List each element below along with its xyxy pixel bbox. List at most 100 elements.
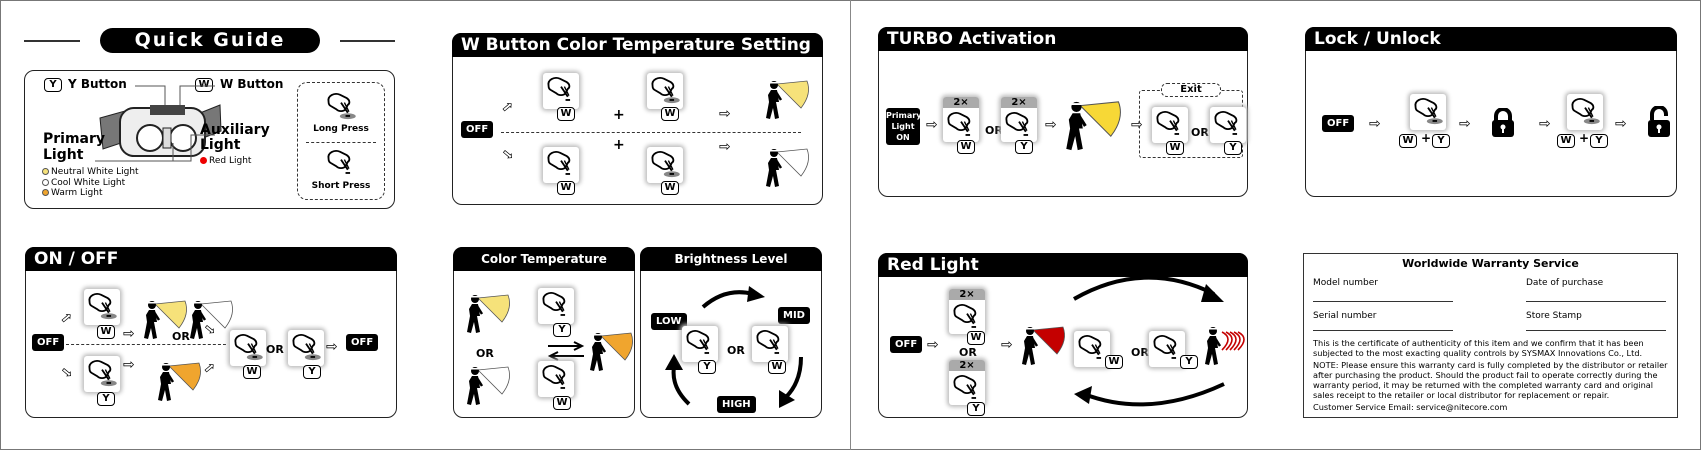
press-card-w <box>752 326 788 362</box>
hand-press-icon <box>88 293 117 320</box>
serial-number-field[interactable] <box>1313 330 1453 331</box>
person-neutral-light-icon <box>765 78 813 122</box>
store-stamp-label: Store Stamp <box>1526 311 1582 321</box>
w-key-badge: W <box>195 78 213 92</box>
hand-press-icon <box>1005 112 1029 136</box>
hand-press-icon <box>327 93 356 120</box>
primary-light-line2: Light <box>43 147 84 163</box>
or-label: OR <box>1191 126 1209 139</box>
double-press-label: 2× <box>943 97 979 108</box>
lock-title: Lock / Unlock <box>1305 27 1677 51</box>
y-key-badge: Y <box>303 365 321 379</box>
long-press-hand-icon <box>324 89 358 123</box>
w-key-badge: W <box>768 360 786 374</box>
w-key-badge: W <box>661 181 679 195</box>
w-key-badge: W <box>967 331 985 345</box>
hand-press-icon <box>547 77 571 101</box>
model-number-field[interactable] <box>1313 301 1453 302</box>
press-card-w <box>1152 107 1188 143</box>
hand-press-icon <box>953 375 977 399</box>
press-card-w <box>543 147 579 183</box>
w-color-temp-title: W Button Color Temperature Setting <box>452 33 823 57</box>
w-key-badge: W <box>243 365 261 379</box>
hand-press-icon <box>542 365 566 389</box>
person-cool-light-icon <box>765 146 813 190</box>
w-key-badge: W <box>1105 355 1123 369</box>
press-card-w-y <box>1410 94 1446 130</box>
press-card-w <box>84 289 120 325</box>
fold-line <box>850 0 851 450</box>
tag-line: Primary <box>886 111 922 120</box>
primary-light-line1: Primary <box>43 131 106 147</box>
person-warm-light-icon <box>589 330 637 374</box>
hand-press-icon <box>756 330 780 354</box>
double-press-label: 2× <box>949 360 985 371</box>
mid-level-tag: MID <box>778 307 810 324</box>
person-neutral-light-icon <box>466 292 514 336</box>
model-number-label: Model number <box>1313 278 1379 288</box>
low-level-tag: LOW <box>651 313 687 330</box>
person-warm-light-icon <box>157 360 205 404</box>
arrow-icon: ⇨ <box>1615 116 1627 132</box>
arrow-icon: ⇨ <box>927 337 939 353</box>
y-key-badge: Y <box>698 360 716 374</box>
press-card-y <box>84 356 120 392</box>
legend-cool: Cool White Light <box>42 178 139 189</box>
hand-press-icon <box>1214 111 1238 135</box>
arrow-icon: ⇨ <box>1369 116 1381 132</box>
double-press-card-y: 2× <box>1001 97 1037 142</box>
divider <box>306 142 376 143</box>
plus-sign: + <box>1421 131 1432 145</box>
date-of-purchase-field[interactable] <box>1526 301 1666 302</box>
legend-text: Warm Light <box>51 188 103 198</box>
w-color-temp-panel: W Button Color Temperature Setting OFF ⇨… <box>452 33 823 205</box>
person-figure-icon <box>766 148 809 187</box>
double-press-label: 2× <box>949 289 985 300</box>
y-key-badge: Y <box>967 402 985 416</box>
arrow-icon: ⇨ <box>326 339 338 355</box>
double-press-card-y: 2× <box>949 360 985 405</box>
plus-sign: + <box>613 137 625 153</box>
cool-dot-icon <box>42 178 49 186</box>
short-press-label: Short Press <box>311 181 371 191</box>
divider-line <box>340 40 395 42</box>
person-red-light-icon <box>1021 324 1069 368</box>
arrow-icon: ⇨ <box>1539 116 1551 132</box>
or-label: OR <box>172 330 190 343</box>
hand-press-icon <box>292 334 321 361</box>
cycle-arrows-icon <box>1073 275 1225 407</box>
store-stamp-field[interactable] <box>1526 330 1666 331</box>
light-color-legend: Neutral White Light Cool White Light War… <box>42 167 139 199</box>
person-figure-icon <box>1066 101 1121 151</box>
person-figure-icon <box>467 294 510 333</box>
arrow-icon: ⇨ <box>926 117 938 133</box>
w-key-badge: W <box>97 325 115 339</box>
hand-press-icon <box>327 150 351 174</box>
headlamp-illustration <box>95 85 222 162</box>
arrow-icon: ⇨ <box>57 308 77 328</box>
cycle-arrows-icon <box>665 286 803 408</box>
y-key-badge: Y <box>1432 134 1450 148</box>
arrow-icon: ⇨ <box>498 145 518 165</box>
long-press-label: Long Press <box>313 124 369 134</box>
hand-press-icon <box>88 360 117 387</box>
hand-press-icon <box>1153 335 1177 359</box>
brightness-panel: Brightness Level Adjustment LOW MID HIGH… <box>640 247 822 418</box>
person-figure-icon <box>190 300 233 339</box>
date-of-purchase-label: Date of purchase <box>1526 278 1604 288</box>
legend-neutral: Neutral White Light <box>42 167 139 178</box>
w-button-label: W Button <box>220 77 284 91</box>
w-key-badge: W <box>557 181 575 195</box>
y-key-badge: Y <box>553 323 571 337</box>
color-switch-panel: Color Temperature Switching Y OR W <box>453 247 635 418</box>
on-off-panel: ON / OFF OFF ⇨ W ⇨ OR ⇨ ⇨ Y ⇨ ⇨ W OR Y ⇨… <box>25 247 397 418</box>
press-card-w <box>230 330 266 366</box>
red-light-legend: Red Light <box>200 156 251 166</box>
double-press-card-w: 2× <box>943 97 979 142</box>
serial-number-label: Serial number <box>1313 311 1377 321</box>
or-label: OR <box>959 346 977 359</box>
person-figure-icon <box>144 300 187 339</box>
y-key-badge: Y <box>97 392 115 406</box>
exit-label: Exit <box>1161 83 1221 97</box>
